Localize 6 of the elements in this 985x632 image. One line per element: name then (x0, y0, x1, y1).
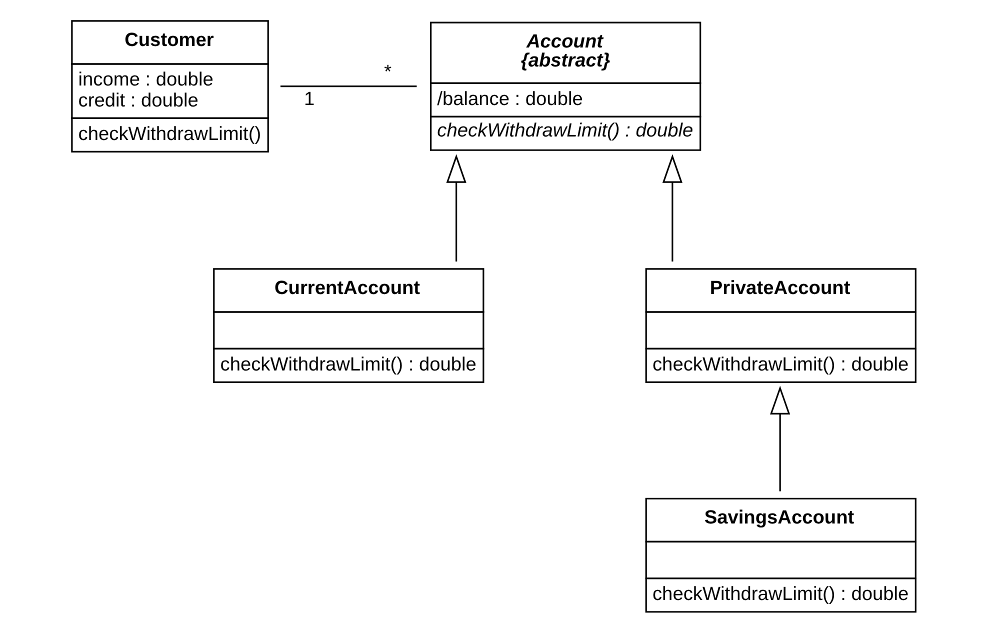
arrow (446, 154, 466, 262)
arrow (770, 386, 790, 492)
label: * (384, 62, 392, 83)
label: 1 (304, 88, 314, 110)
connector (280, 86, 416, 88)
arrow (662, 154, 682, 262)
